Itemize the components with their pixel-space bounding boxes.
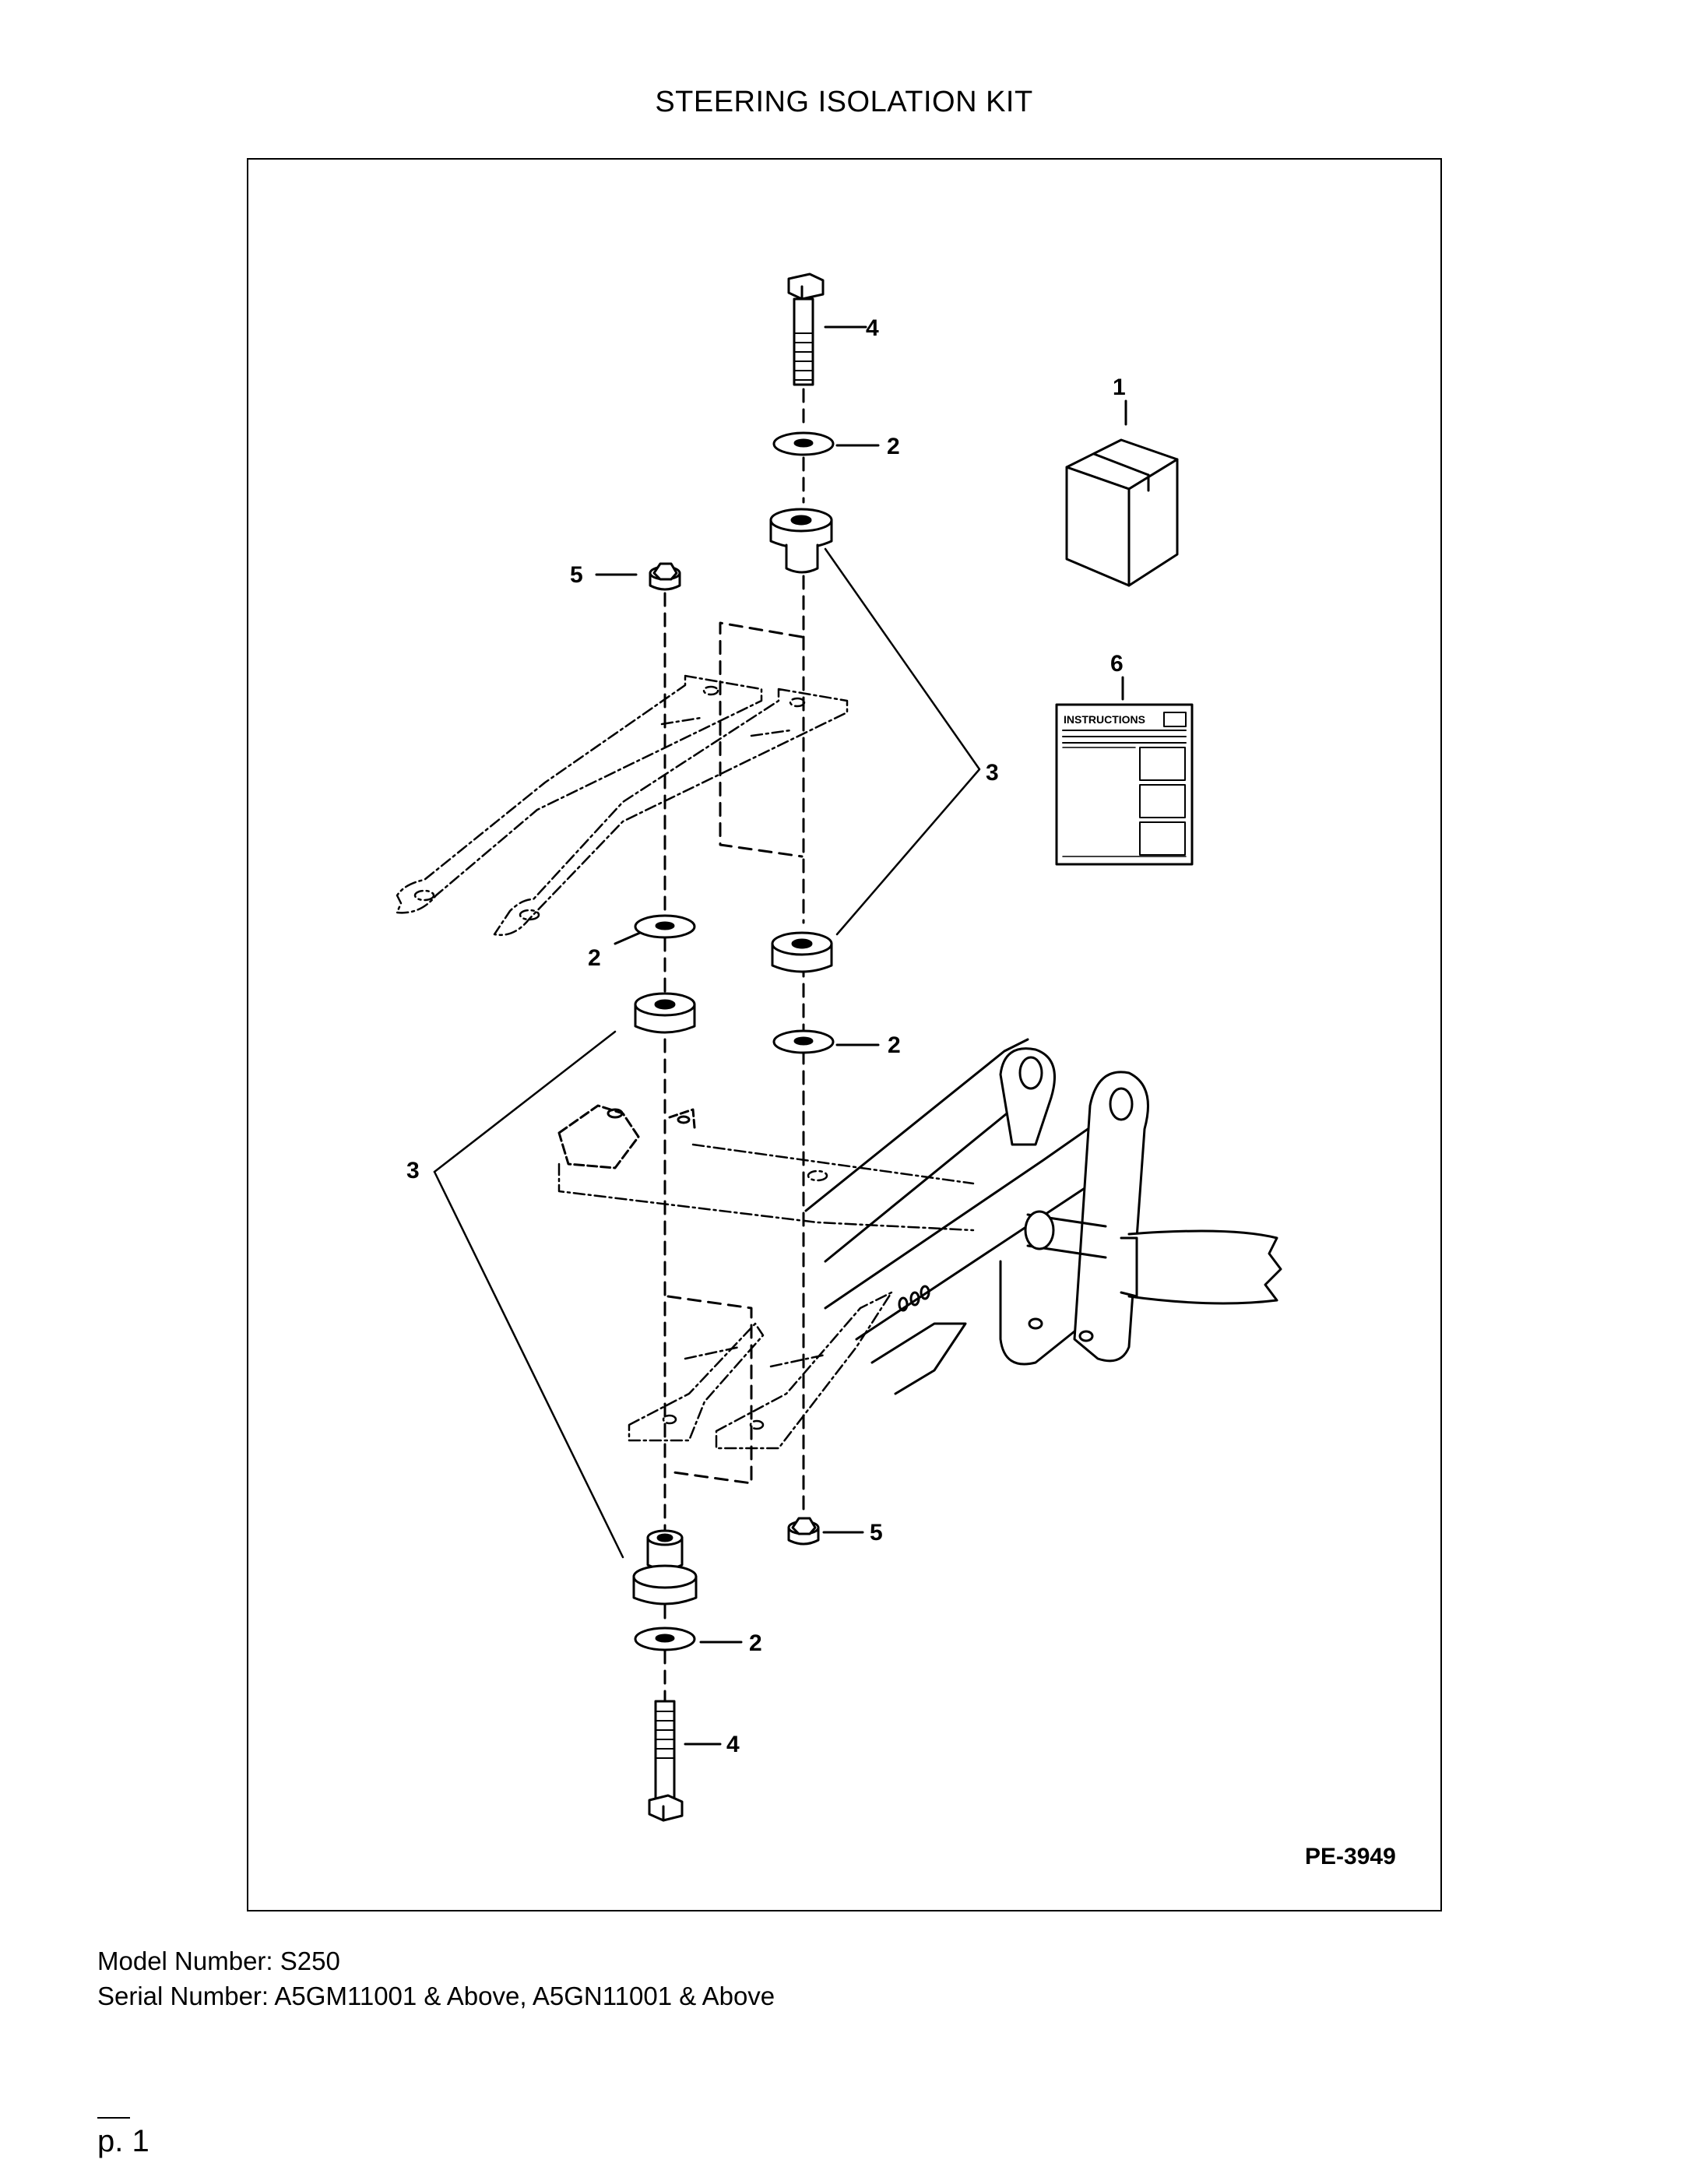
isolator-icon [634,992,696,1034]
nut-icon [787,1517,820,1546]
callout-2-b: 2 [588,945,601,971]
washer-icon [634,914,696,939]
callout-3-upper: 3 [986,760,999,786]
machine-frame-assembly [557,1038,1282,1450]
washer-icon [772,431,835,456]
callout-4-top: 4 [866,315,879,341]
isolator-icon [632,1529,698,1605]
figure-reference: PE-3949 [1305,1844,1396,1869]
isolator-icon [769,508,833,574]
isolator-icon [771,931,833,973]
callout-2-leader-b [614,931,642,945]
page-title: STEERING ISOLATION KIT [655,86,1033,118]
figure-frame [247,158,1442,1911]
instructions-sheet-label: INSTRUCTIONS [1064,713,1145,726]
model-number: Model Number: S250 [97,1947,340,1975]
callout-5-bottom: 5 [870,1520,883,1546]
washer-icon [634,1627,696,1651]
serial-number: Serial Number: A5GM11001 & Above, A5GN11… [97,1982,775,2010]
callout-4-bottom: 4 [726,1732,740,1757]
instructions-sheet-icon [1055,703,1194,866]
bolt-icon [648,1700,684,1822]
kit-box-icon [1065,438,1179,587]
callout-1: 1 [1113,375,1126,400]
upper-steering-levers [396,674,849,937]
page-number: p. 1 [97,2124,149,2158]
callout-5-top: 5 [570,562,583,588]
nut-icon [649,562,681,591]
callout-2-c: 2 [888,1032,901,1058]
callout-2-a: 2 [887,434,900,459]
callout-3-lower: 3 [406,1158,420,1183]
callout-3-leader-upper [824,547,981,936]
washer-icon [772,1029,835,1054]
callout-6: 6 [1110,651,1124,677]
callout-2-d: 2 [749,1630,762,1656]
bolt-icon [787,273,825,386]
callout-3-leader-lower-a [433,1030,617,1173]
footer-rule [97,2117,130,2119]
callout-3-leader-lower-b [433,1170,624,1559]
